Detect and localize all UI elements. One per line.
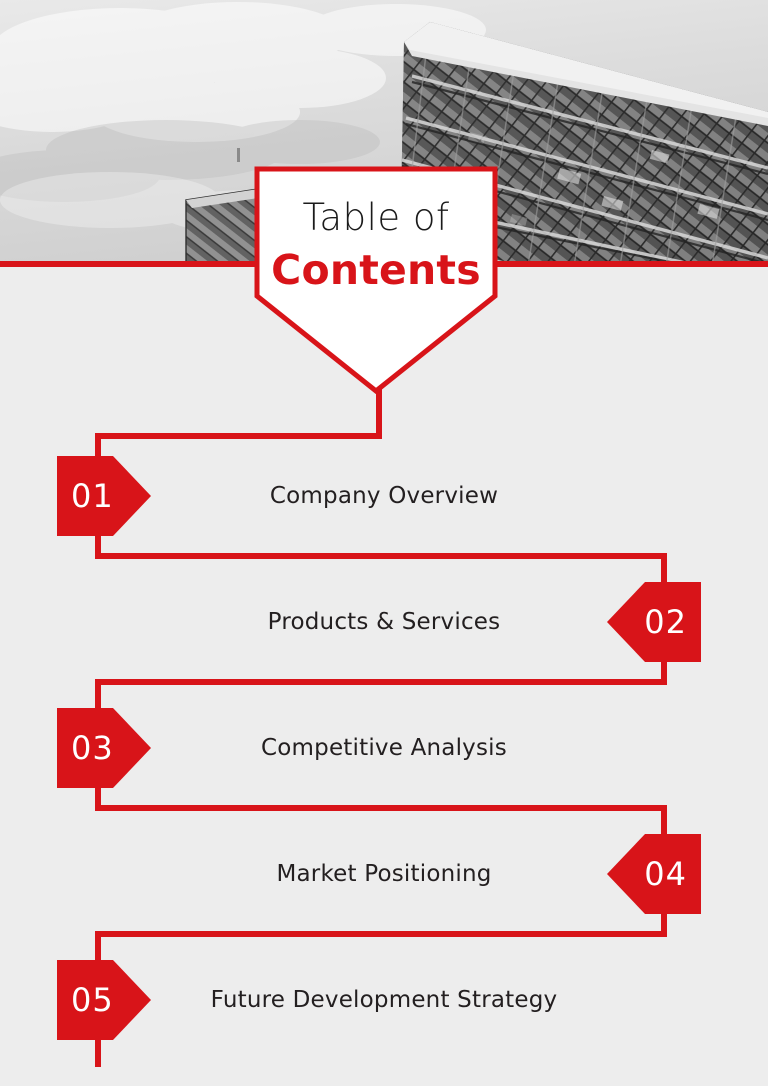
toc-marker-5 (57, 960, 151, 1040)
arrow-left-icon (607, 834, 701, 914)
toc-label-5: Future Development Strategy (210, 987, 558, 1013)
arrow-right-icon (57, 456, 151, 536)
toc-label-3: Competitive Analysis (261, 735, 507, 761)
badge-shape (254, 166, 498, 394)
toc-item-5[interactable]: 05 Future Development Strategy (0, 960, 768, 1040)
toc-item-2[interactable]: 02 Products & Services (0, 582, 768, 662)
toc-marker-3 (57, 708, 151, 788)
title-badge: Table of Contents (254, 166, 498, 394)
toc-marker-2 (607, 582, 701, 662)
toc-label-1: Company Overview (269, 483, 499, 509)
toc-marker-1 (57, 456, 151, 536)
toc-label-4: Market Positioning (276, 861, 492, 887)
toc-item-3[interactable]: 03 Competitive Analysis (0, 708, 768, 788)
arrow-left-icon (607, 582, 701, 662)
toc-label-2: Products & Services (267, 609, 501, 635)
toc-item-4[interactable]: 04 Market Positioning (0, 834, 768, 914)
arrow-right-icon (57, 960, 151, 1040)
arrow-right-icon (57, 708, 151, 788)
toc-marker-4 (607, 834, 701, 914)
toc-item-1[interactable]: 01 Company Overview (0, 456, 768, 536)
